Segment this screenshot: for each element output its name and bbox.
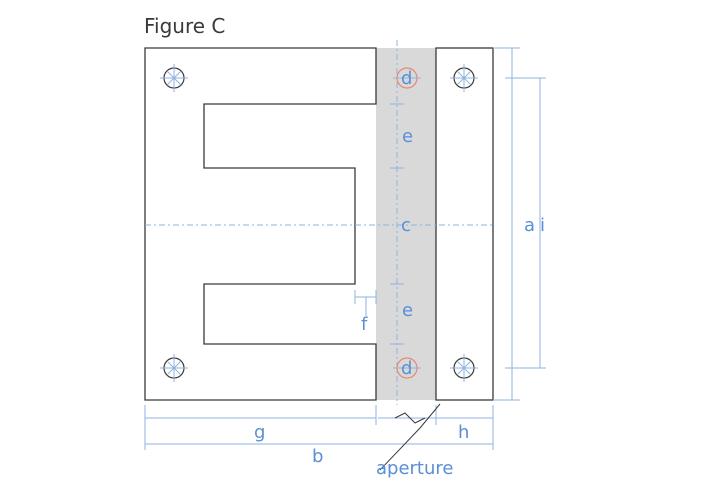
e-core-outline [144,47,377,401]
label-h: h [458,422,469,443]
mounting-hole-top-right [450,64,478,92]
label-i: i [540,215,545,236]
mounting-hole-top-left [160,64,188,92]
label-d-top: d [401,68,412,89]
dimension-f [354,290,377,316]
label-d-bottom: d [401,358,412,379]
gap-dimension-ticks [390,103,404,345]
label-a: a [524,215,535,236]
figure-title: Figure C [144,14,226,38]
i-bar-outline [435,47,494,401]
dimension-a [493,47,520,401]
label-e-bottom: e [402,300,413,321]
label-g: g [254,422,265,443]
hole-d-bottom [393,357,421,379]
label-aperture: aperture [376,458,453,479]
mounting-hole-bottom-left [160,354,188,382]
label-c: c [401,215,411,236]
label-b: b [312,446,323,467]
label-e-top: e [402,126,413,147]
air-gap-band [376,48,436,400]
hole-d-top [393,67,421,89]
aperture-leader [378,403,441,471]
dimension-i [505,77,546,369]
label-f: f [361,314,368,335]
dimension-g [144,405,377,450]
mounting-hole-bottom-right [450,354,478,382]
